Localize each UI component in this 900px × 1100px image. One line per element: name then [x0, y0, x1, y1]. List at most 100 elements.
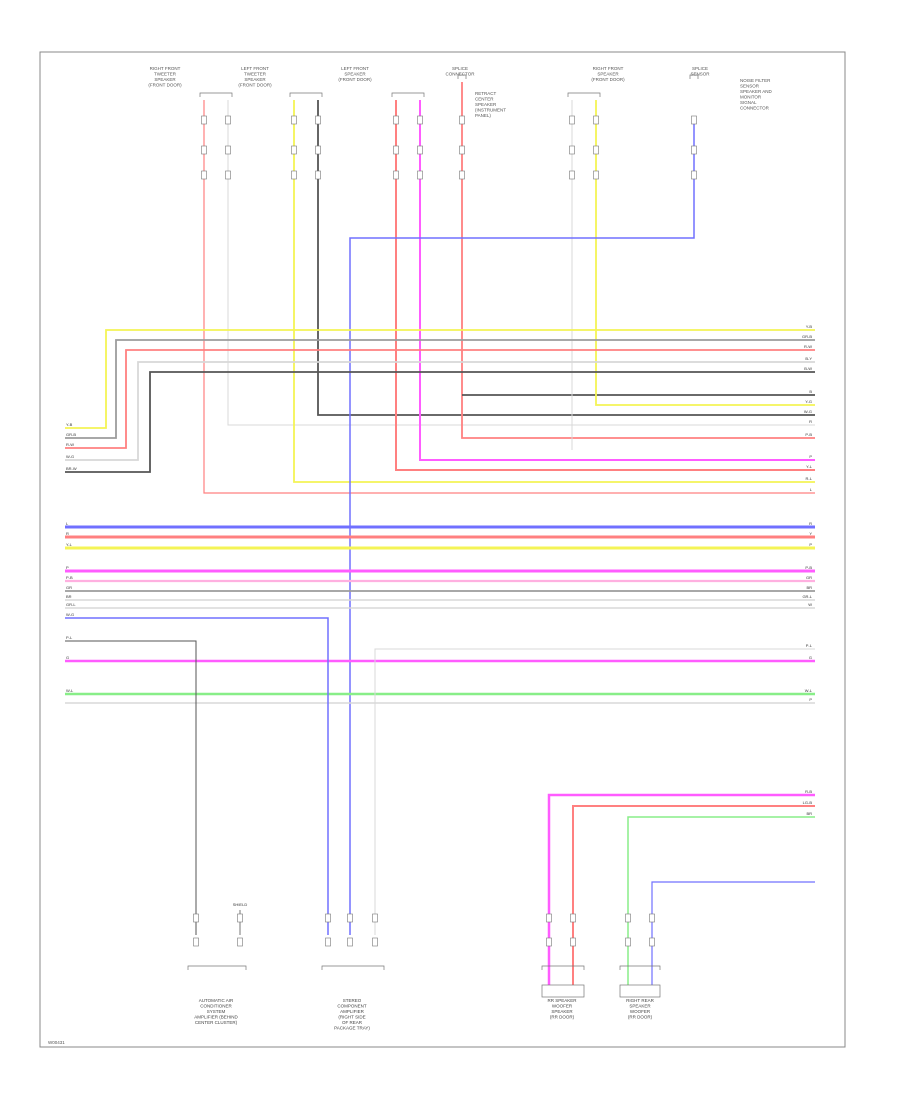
wire-red-center [461, 82, 815, 439]
wire-layer [65, 74, 815, 985]
wire-label-r2: GR-B [802, 334, 812, 339]
connector-pin [417, 170, 423, 180]
wire-label-r1: Y-B [806, 324, 813, 329]
wire-label-l4: W-G [66, 454, 74, 459]
wire-label-r15: R [809, 521, 812, 526]
connector-pin [691, 115, 697, 125]
connector-pin [625, 937, 631, 947]
wire-label-l10: P-B [66, 575, 73, 580]
connector-pin [625, 913, 631, 923]
connector-c3 [391, 92, 425, 97]
wire-label-r17: P [809, 542, 812, 547]
footer-code: W00431 [48, 1040, 65, 1045]
wire-label-r9: R [809, 419, 812, 424]
connector-pin [649, 913, 655, 923]
component-b4 [619, 965, 661, 970]
connector-pin [593, 115, 599, 125]
wire-label-r4: B-Y [805, 356, 812, 361]
wire-label-r20: BR [806, 585, 812, 590]
connector-c4 [457, 74, 467, 79]
connector-c6 [689, 74, 699, 79]
wire-label-l15: P-L [66, 635, 73, 640]
connector-pin [315, 115, 321, 125]
connector-pin [593, 170, 599, 180]
wire-label-l17: W-L [66, 688, 74, 693]
connector-pin [393, 145, 399, 155]
wire-blue-amp [65, 617, 329, 935]
wire-magenta-rr [547, 793, 815, 985]
wire-label-r23: P-L [806, 643, 813, 648]
wire-red-tweeter [203, 100, 815, 494]
wire-bundle-5 [65, 371, 815, 473]
connector-pin [193, 913, 199, 923]
wire-label-l8: Y-L [66, 542, 73, 547]
connector-pin [593, 145, 599, 155]
wire-label-l9: P [66, 565, 69, 570]
wire-label-l12: BR [66, 594, 72, 599]
wire-label-l6: L [66, 521, 69, 526]
connector-c5 [567, 92, 601, 97]
connector-layer [193, 115, 697, 998]
wire-label-r11: P [809, 454, 812, 459]
wire-label-r27: R-B [805, 789, 812, 794]
wire-label-l16: G [66, 655, 69, 660]
connector-pin [201, 145, 207, 155]
wire-magenta [419, 100, 815, 461]
connector-pin [225, 145, 231, 155]
connector-c1 [199, 92, 233, 97]
connector-pin [417, 145, 423, 155]
connector-pin [546, 913, 552, 923]
wire-label-r7: Y-G [805, 399, 812, 404]
wire-bundle-4 [65, 361, 815, 461]
wire-label-r10: P-B [805, 432, 812, 437]
connector-pin [459, 170, 465, 180]
connector-pin [417, 115, 423, 125]
wire-yellow [293, 100, 815, 483]
connector-pin [225, 115, 231, 125]
component-b2 [321, 965, 385, 970]
connector-pin [570, 913, 576, 923]
connector-pin [393, 115, 399, 125]
wire-label-r25: W-L [805, 688, 813, 693]
connector-c2 [289, 92, 323, 97]
wire-label-l2: GR-B [66, 432, 76, 437]
connector-pin [372, 913, 378, 923]
wire-label-r29: BR [806, 811, 812, 816]
wire-dark-aircon [65, 640, 197, 935]
connector-pin [459, 145, 465, 155]
wire-bundle-1 [65, 329, 815, 429]
connector-pin [291, 115, 297, 125]
connector-pin [569, 170, 575, 180]
connector-pin [459, 115, 465, 125]
wire-label-r18: P-B [805, 565, 812, 570]
wire-label-l1: Y-B [66, 422, 73, 427]
wire-label-r3: R-W [804, 344, 812, 349]
connector-pin [347, 937, 353, 947]
wire-red-rr [572, 805, 815, 985]
wire-label-r6: B [809, 389, 812, 394]
wire-label-r24: G [809, 655, 812, 660]
wire-light [227, 100, 815, 426]
connector-pin [691, 145, 697, 155]
wire-light-amp [374, 648, 815, 935]
connector-pin [372, 937, 378, 947]
wire-label-r22: W [808, 602, 812, 607]
wire-label-r12: Y-L [806, 464, 813, 469]
connector-pin [325, 913, 331, 923]
wire-label-r8: W-G [804, 409, 812, 414]
wire-label-l5: BR-W [66, 466, 77, 471]
component-b3 [541, 965, 585, 970]
connector-pin [347, 913, 353, 923]
shield-tag: SHIELD [233, 902, 248, 907]
wire-label-l7: R [66, 531, 69, 536]
